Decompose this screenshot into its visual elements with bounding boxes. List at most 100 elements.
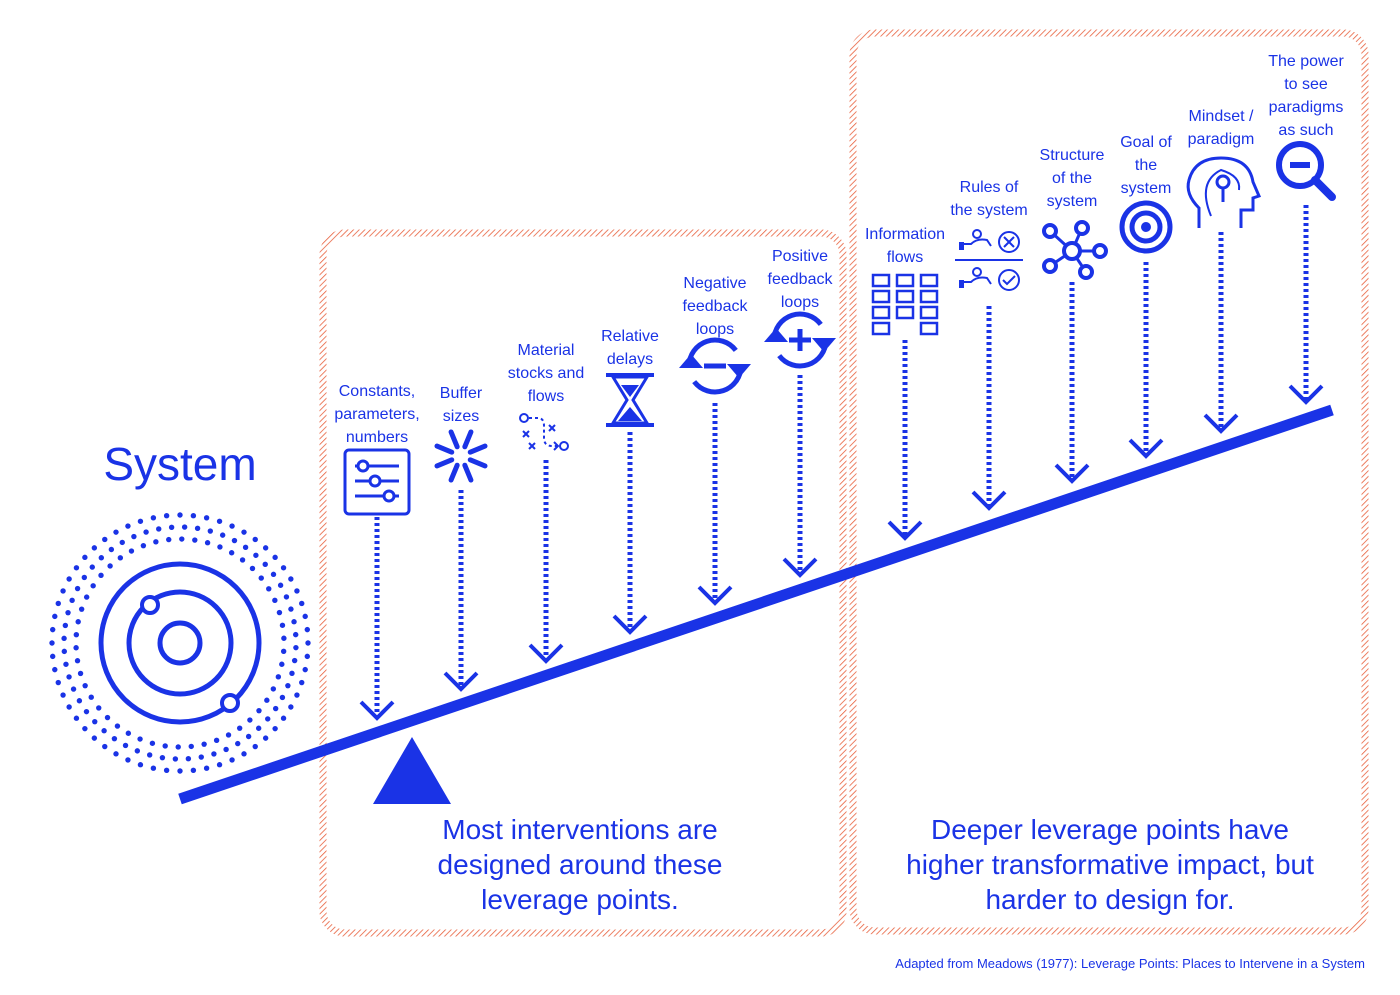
system-ring-dot (258, 575, 264, 581)
system-ring-dot (239, 557, 246, 563)
magnifier-minus-icon (1276, 141, 1336, 201)
system-ring-dot (65, 609, 71, 616)
system-ring-dot (241, 529, 247, 535)
leverage-label-paradigm-power: The power to see paradigms as such (1268, 53, 1344, 139)
leverage-label-buffers: Buffer sizes (439, 385, 483, 425)
note-common-interventions: Most interventions are designed around t… (437, 814, 723, 915)
system-ring-dot (293, 644, 299, 651)
system-ring-dot (159, 754, 166, 761)
system-ring-dot (131, 533, 137, 540)
system-ring-dot (107, 563, 113, 569)
system-ring-dot (140, 542, 147, 549)
system-ring-dot (219, 532, 226, 538)
arrow-delays (612, 432, 648, 635)
system-ring-dot (69, 597, 75, 604)
hourglass-icon (606, 373, 654, 427)
system-ring-dot (294, 588, 300, 594)
system-ring-dot (179, 536, 185, 542)
leverage-label-structure: Structure of the system (1039, 147, 1105, 210)
system-ring-dot (190, 767, 197, 773)
system-ring-dot (280, 565, 287, 571)
system-ring-dot (299, 679, 305, 686)
system-ring-dot (185, 755, 192, 762)
system-ring-dot (172, 756, 179, 762)
system-ring-dot (223, 746, 229, 753)
system-ring-dot (304, 626, 310, 633)
system-ring-dot (73, 631, 80, 638)
system-ring-dot (188, 743, 194, 750)
system-ring-dot (162, 743, 168, 749)
network-icon (1042, 220, 1108, 280)
system-ring-dot (83, 594, 90, 600)
system-ring-dot (201, 741, 207, 747)
system-ring-dot (150, 515, 157, 521)
system-ring-dot (175, 744, 181, 750)
system-ring-dot (280, 648, 287, 655)
system-ring-dot (285, 682, 291, 689)
arrow-buffers (443, 490, 479, 692)
system-ring-dot (125, 730, 132, 736)
system-ring-dot (288, 576, 294, 582)
system-ring-dot (98, 555, 105, 561)
system-ring-dot (134, 748, 141, 754)
system-ring-dot (82, 682, 88, 689)
system-ring-dot (302, 613, 308, 620)
grid-blocks-icon (871, 273, 939, 336)
system-ring-dot (211, 751, 217, 757)
system-ring-dot (122, 742, 129, 749)
system-ring-dot (66, 674, 72, 680)
note-deeper-leverage: Deeper leverage points have higher trans… (906, 814, 1314, 915)
system-ring-dot (207, 528, 214, 534)
system-ring-dot (275, 674, 282, 680)
head-profile-icon (1186, 156, 1262, 228)
system-ring-dot (235, 740, 241, 747)
system-ring-dot (163, 513, 170, 519)
system-ring-dot (194, 525, 201, 532)
system-ring-dot (272, 554, 278, 561)
system-ring-dot (90, 583, 96, 589)
system-ring-dot (66, 576, 72, 582)
system-ring-dot (55, 679, 61, 686)
lever-bar (178, 404, 1334, 805)
system-ring-dot (216, 518, 223, 524)
arrow-positive-loops (782, 375, 818, 578)
system-ring-dot (137, 736, 143, 742)
system-ring-dot (252, 536, 258, 543)
system-ring-dot (74, 658, 81, 664)
minus-cycle-icon (679, 337, 751, 395)
leverage-label-stocks: Material stocks and flows (507, 342, 585, 405)
system-ring-dot (166, 536, 172, 543)
system-ring-dot (89, 564, 95, 570)
system-ring-dot (265, 716, 271, 722)
source-credit: Adapted from Meadows (1977): Leverage Po… (895, 956, 1365, 971)
system-ring-dot (74, 585, 81, 592)
system-ring-dot (281, 635, 287, 641)
system-ring-dot (75, 619, 81, 625)
system-ring-dot (108, 546, 115, 553)
system-ring-dot (236, 725, 243, 731)
system-ring-dot (302, 666, 308, 673)
system-ring-dot (91, 545, 98, 551)
system-ring-dot (216, 762, 223, 768)
system-ring-dot (247, 717, 253, 723)
system-ring-dot (52, 666, 58, 673)
system-ring-dot (73, 565, 80, 571)
system-ring-dot (277, 582, 284, 588)
system-ring-dot (279, 694, 286, 701)
system-ring-dot (262, 561, 268, 568)
arrow-paradigm-power (1288, 205, 1324, 405)
system-ring-dot (137, 762, 144, 768)
system-ring-dot (55, 600, 61, 607)
arrow-mindset (1203, 232, 1239, 434)
system-ring-dot (203, 765, 210, 771)
system-ring-dot (77, 670, 84, 677)
system-ring-dot (61, 648, 68, 655)
system-ring-dot (117, 555, 124, 561)
arrow-constants (359, 517, 395, 721)
system-ring-dot (276, 609, 283, 616)
system-ring-dot (98, 572, 104, 579)
system-ring-dot (96, 705, 102, 711)
system-ring-dot (88, 694, 94, 700)
sliders-icon (343, 448, 411, 516)
system-ring-dot (76, 698, 83, 704)
